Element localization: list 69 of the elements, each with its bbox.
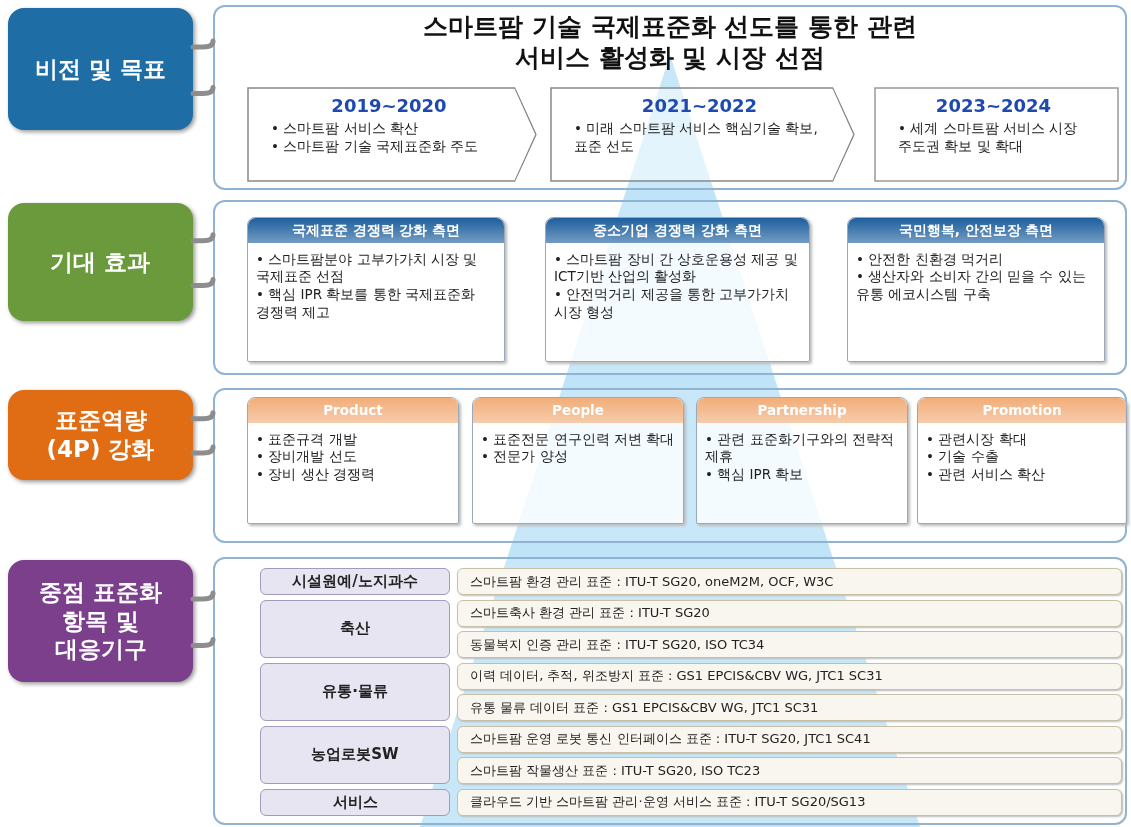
standard-bar: 유통 물류 데이터 표준 : GS1 EPCIS&CBV WG, JTC1 SC31: [457, 694, 1122, 721]
card-heading: People: [473, 398, 683, 423]
section-panel: [213, 557, 1127, 825]
card-heading: Partnership: [697, 398, 907, 423]
standard-bar: 스마트팜 작물생산 표준 : ITU-T SG20, ISO TC23: [457, 757, 1122, 784]
strategy-card: [247, 217, 505, 362]
section-label: 중점 표준화 항목 및 대응기구: [8, 560, 193, 682]
card-heading: 중소기업 경쟁력 강화 측면: [546, 218, 809, 243]
card-heading: 국민행복, 안전보장 측면: [848, 218, 1104, 243]
bullet-item: • 스마트팜 서비스 확산: [271, 120, 419, 138]
period-heading: 2019~2020: [330, 95, 448, 116]
period-box: [550, 87, 855, 182]
standard-bar: 스마트팜 운영 로봇 통신 인터페이스 표준 : ITU-T SG20, JTC1 SC41: [457, 725, 1122, 753]
section-panel: [213, 5, 1127, 190]
bullet-item: • 전문가 양성: [481, 448, 569, 466]
bullet-item: • 안전먹거리 제공을 통한 고부가가치 시장 형성: [554, 285, 791, 322]
card-heading: Product: [248, 398, 458, 423]
bullet-item: • 장비개발 선도: [256, 448, 358, 466]
standard-bar: 이력 데이터, 추적, 위조방지 표준 : GS1 EPCIS&CBV WG, JTC1 SC31: [457, 662, 1122, 690]
bullet-item: • 핵심 IPR 확보: [705, 465, 805, 484]
period-heading: 2021~2022: [640, 95, 759, 116]
standard-bar: 클라우드 기반 스마트팜 관리·운영 서비스 표준 : ITU-T SG20/SG13: [457, 788, 1122, 816]
binder-clip: [190, 636, 216, 648]
section-panel: [213, 200, 1127, 375]
binder-clip: [190, 38, 216, 50]
category-box: 농업로봇SW: [260, 725, 450, 784]
binder-clip: [190, 410, 216, 422]
binder-clip: [190, 444, 216, 456]
period-box: [247, 87, 537, 182]
bullet-item: • 표준전문 연구인력 저변 확대: [481, 430, 675, 449]
binder-clip: [190, 232, 216, 244]
card-heading: Promotion: [918, 398, 1126, 423]
section-panel: [213, 388, 1127, 543]
standard-bar: 스마트팜 환경 관리 표준 : ITU-T SG20, oneM2M, OCF, W3C: [457, 568, 1122, 595]
section-label: 비전 및 목표: [8, 8, 193, 130]
binder-clip: [190, 590, 216, 602]
card-heading: 국제표준 경쟁력 강화 측면: [248, 218, 504, 243]
binder-clip: [190, 277, 216, 289]
binder-clip: [190, 84, 216, 96]
bullet-item: • 관련시장 확대: [926, 430, 1028, 449]
bullet-item: • 생산자와 소비자 간의 믿을 수 있는 유통 에코시스템 구축: [856, 268, 1087, 304]
bullet-item: • 미래 스마트팜 서비스 핵심기술 확보, 표준 선도: [574, 120, 819, 156]
category-box: 축산: [260, 599, 450, 658]
strategy-card: [917, 397, 1127, 524]
bullet-item: • 관련 서비스 확산: [926, 465, 1046, 484]
standard-bar: 스마트축사 환경 관리 표준 : ITU-T SG20: [457, 599, 1122, 627]
bullet-item: • 장비 생산 경쟁력: [256, 465, 376, 484]
bullet-item: • 스마트팜 기술 국제표준화 주도: [271, 137, 480, 156]
bullet-item: • 스마트팜분야 고부가가치 시장 및 국제표준 선점: [256, 250, 479, 286]
bullet-item: • 관련 표준화기구와의 전략적 제휴: [705, 430, 895, 466]
main-heading: 스마트팜 기술 국제표준화 선도를 통한 관련 서비스 활성화 및 시장 선점: [422, 11, 918, 74]
bullet-item: • 기술 수출: [926, 448, 1000, 466]
strategy-card: [247, 397, 459, 524]
bullet-item: • 안전한 친환경 먹거리: [856, 250, 1004, 269]
strategy-card: [545, 217, 810, 362]
category-box: 서비스: [260, 788, 450, 816]
section-label: 표준역량 (4P) 강화: [8, 390, 193, 480]
category-box: 유통·물류: [260, 662, 450, 721]
standard-bar: 동물복지 인증 관리 표준 : ITU-T SG20, ISO TC34: [457, 631, 1122, 658]
category-box: 시설원예/노지과수: [260, 568, 450, 595]
bullet-item: • 세계 스마트팜 서비스 시장 주도권 확보 및 확대: [898, 120, 1079, 156]
bullet-item: • 표준규격 개발: [256, 430, 358, 449]
strategy-card: [847, 217, 1105, 362]
period-heading: 2023~2024: [934, 95, 1053, 116]
strategy-card: [472, 397, 684, 524]
bullet-item: • 스마트팜 장비 간 상호운용성 제공 및 ICT기반 산업의 활성화: [554, 250, 799, 286]
section-label: 기대 효과: [8, 203, 193, 321]
bullet-item: • 핵심 IPR 확보를 통한 국제표준화 경쟁력 제고: [256, 285, 476, 322]
strategy-card: [696, 397, 908, 524]
